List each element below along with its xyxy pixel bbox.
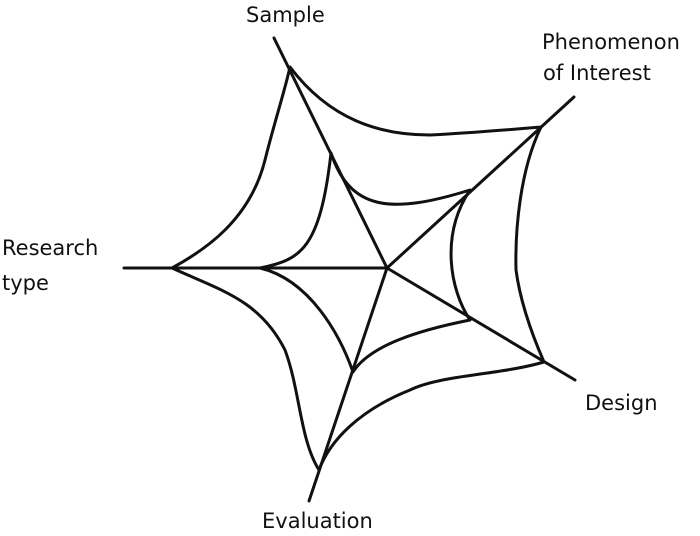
label-phenomenon-line2: of Interest: [543, 61, 651, 85]
label-evaluation: Evaluation: [262, 509, 373, 533]
web-ring-outer: [170, 65, 546, 472]
axis-labels: Sample Phenomenon of Interest Research t…: [2, 3, 680, 533]
label-research-line2: type: [2, 271, 49, 295]
spokes: [122, 36, 577, 503]
label-research-line1: Research: [2, 236, 98, 260]
label-sample: Sample: [246, 3, 325, 27]
label-design: Design: [585, 391, 658, 415]
spoke-phenomenon: [385, 95, 576, 270]
web-ring-inner: [258, 151, 472, 374]
label-phenomenon-line1: Phenomenon: [542, 30, 680, 54]
spoke-design: [385, 266, 577, 382]
